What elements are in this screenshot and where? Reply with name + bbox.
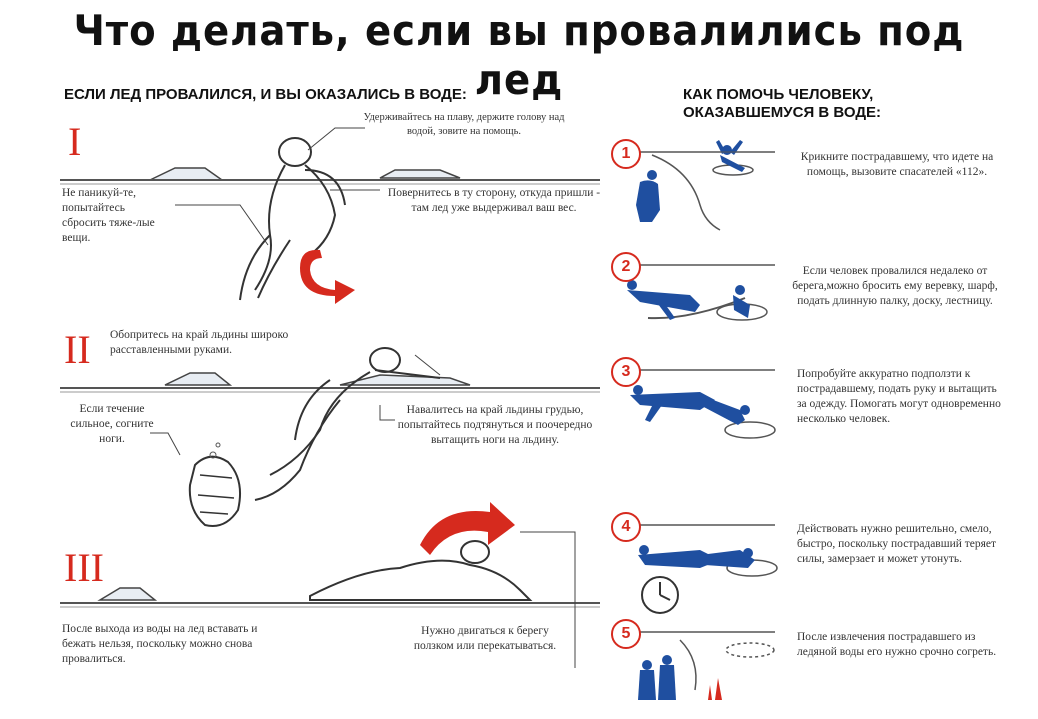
section-2-numeral: II bbox=[64, 327, 91, 372]
step-5-scene bbox=[638, 631, 775, 700]
person-icon bbox=[638, 545, 755, 568]
step-2-badge: 2 bbox=[611, 252, 641, 282]
clock-icon bbox=[641, 576, 679, 614]
person-icon bbox=[638, 655, 676, 700]
step-2-scene bbox=[627, 264, 775, 321]
person-icon bbox=[239, 137, 346, 301]
person-icon bbox=[636, 140, 745, 222]
step-3-text: Попробуйте аккуратно подползти к пострад… bbox=[797, 368, 1001, 425]
person-icon bbox=[630, 385, 750, 425]
section-2-scene bbox=[60, 347, 600, 527]
timeline bbox=[640, 151, 775, 633]
section-1-text-panic: Не паникуй-те, попытайтесь сбросить тяже… bbox=[62, 187, 155, 244]
step-4-badge: 4 bbox=[611, 512, 641, 542]
pointer-lines bbox=[150, 127, 441, 456]
left-heading: ЕСЛИ ЛЕД ПРОВАЛИЛСЯ, И ВЫ ОКАЗАЛИСЬ В ВО… bbox=[64, 86, 467, 103]
section-3-numeral: III bbox=[64, 545, 104, 590]
step-1-badge: 1 bbox=[611, 139, 641, 169]
section-2-text-lean: Обопритесь на край льдины широко расстав… bbox=[110, 329, 289, 356]
step-3-badge: 3 bbox=[611, 357, 641, 387]
person-icon bbox=[254, 347, 441, 501]
step-1-scene bbox=[636, 140, 775, 231]
step-3-scene bbox=[630, 369, 776, 439]
step-4-text: Действовать нужно решительно, смело, быс… bbox=[797, 523, 997, 565]
fire-icon bbox=[708, 678, 722, 700]
step-2-text: Если человек провалился недалеко от бере… bbox=[792, 265, 998, 307]
section-1-text-float: Удерживайтесь на плаву, держите голову н… bbox=[363, 112, 565, 137]
step-5-badge: 5 bbox=[611, 619, 641, 649]
right-heading: КАК ПОМОЧЬ ЧЕЛОВЕКУ, ОКАЗАВШЕМУСЯ В ВОДЕ… bbox=[683, 86, 882, 121]
turn-arrow-icon bbox=[300, 249, 355, 304]
section-3-scene bbox=[60, 502, 600, 668]
section-2-text-pull: Навалитесь на край льдины грудью, попыта… bbox=[397, 404, 593, 446]
step-4-scene bbox=[638, 524, 778, 614]
step-1-text: Крикните пострадавшему, что идете на пом… bbox=[800, 151, 994, 178]
section-3-text-crawl: Нужно двигаться к берегу ползком или пер… bbox=[413, 625, 557, 652]
section-1-numeral: I bbox=[68, 119, 82, 164]
page-title: Что делать, если вы провалились под лед bbox=[73, 6, 965, 104]
section-1-text-turn: Повернитесь в ту сторону, откуда пришли … bbox=[387, 187, 601, 214]
section-2-text-current: Если течение сильное, согните ноги. bbox=[70, 403, 154, 445]
section-3-text-no-run: После выхода из воды на лед вставать и б… bbox=[62, 623, 258, 665]
person-icon bbox=[627, 280, 750, 320]
backpack-icon bbox=[188, 455, 241, 527]
step-5-text: После извлечения пострадавшего из ледяно… bbox=[797, 631, 997, 658]
person-icon bbox=[309, 540, 533, 601]
section-1-scene bbox=[60, 137, 600, 304]
roll-arrow-icon bbox=[420, 502, 515, 555]
